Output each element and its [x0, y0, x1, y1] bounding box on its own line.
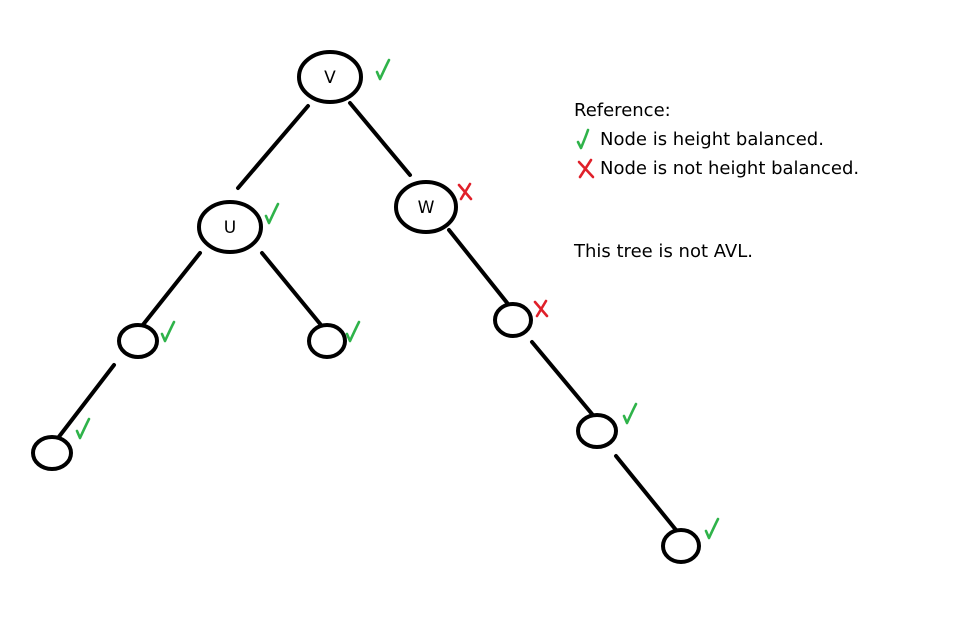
legend-balanced-label: Node is height balanced. — [600, 129, 824, 150]
avl-verdict: This tree is not AVL. — [574, 241, 753, 262]
check-mark-icon — [704, 517, 720, 540]
x-mark-icon — [533, 299, 549, 318]
tree-node-u-right — [307, 323, 347, 359]
node-circle — [197, 200, 263, 254]
tree-node-w: W — [394, 180, 458, 234]
tree-node-u-left — [117, 323, 159, 359]
edges-layer — [56, 101, 678, 532]
legend: Reference: Node is height balanced. Node… — [574, 96, 859, 183]
edge-w-to-w-right — [447, 228, 510, 306]
edge-u-to-u-right — [260, 251, 323, 327]
legend-title: Reference: — [574, 96, 859, 125]
legend-unbalanced-row: Node is not height balanced. — [574, 154, 859, 183]
tree-node-u-left-left — [31, 435, 73, 471]
check-mark-icon — [160, 320, 176, 343]
node-circle — [661, 528, 701, 564]
x-mark-icon — [574, 157, 598, 181]
legend-title-text: Reference: — [574, 100, 671, 121]
node-label: U — [224, 218, 236, 238]
node-circle — [493, 302, 533, 338]
edge-v-to-u — [236, 104, 310, 190]
tree-node-w-right-right — [576, 413, 618, 449]
legend-unbalanced-label: Node is not height balanced. — [600, 158, 860, 179]
edge-v-to-w — [348, 101, 412, 177]
edge-u-to-u-left — [140, 251, 202, 328]
node-label: W — [418, 198, 435, 218]
x-mark-icon — [457, 182, 473, 201]
node-circle — [576, 413, 618, 449]
check-mark-icon — [345, 320, 361, 343]
node-circle — [297, 50, 363, 104]
nodes-layer: V U W — [31, 50, 701, 564]
marks-layer — [75, 58, 720, 540]
legend-balanced-row: Node is height balanced. — [574, 125, 859, 154]
check-mark-icon — [75, 417, 91, 440]
tree-node-w-right — [493, 302, 533, 338]
edge-u-left-to-u-left-left — [56, 363, 116, 440]
check-mark-icon — [574, 128, 598, 152]
edge-w-right-right-to-w-right-right-right — [614, 454, 678, 532]
node-label: V — [324, 68, 336, 88]
node-circle — [394, 180, 458, 234]
tree-node-v: V — [297, 50, 363, 104]
check-mark-icon — [264, 202, 280, 225]
check-mark-icon — [375, 58, 391, 81]
tree-node-w-right-right-right — [661, 528, 701, 564]
edge-w-right-to-w-right-right — [530, 340, 594, 416]
node-circle — [307, 323, 347, 359]
node-circle — [117, 323, 159, 359]
check-mark-icon — [622, 402, 638, 425]
node-circle — [31, 435, 73, 471]
tree-node-u: U — [197, 200, 263, 254]
